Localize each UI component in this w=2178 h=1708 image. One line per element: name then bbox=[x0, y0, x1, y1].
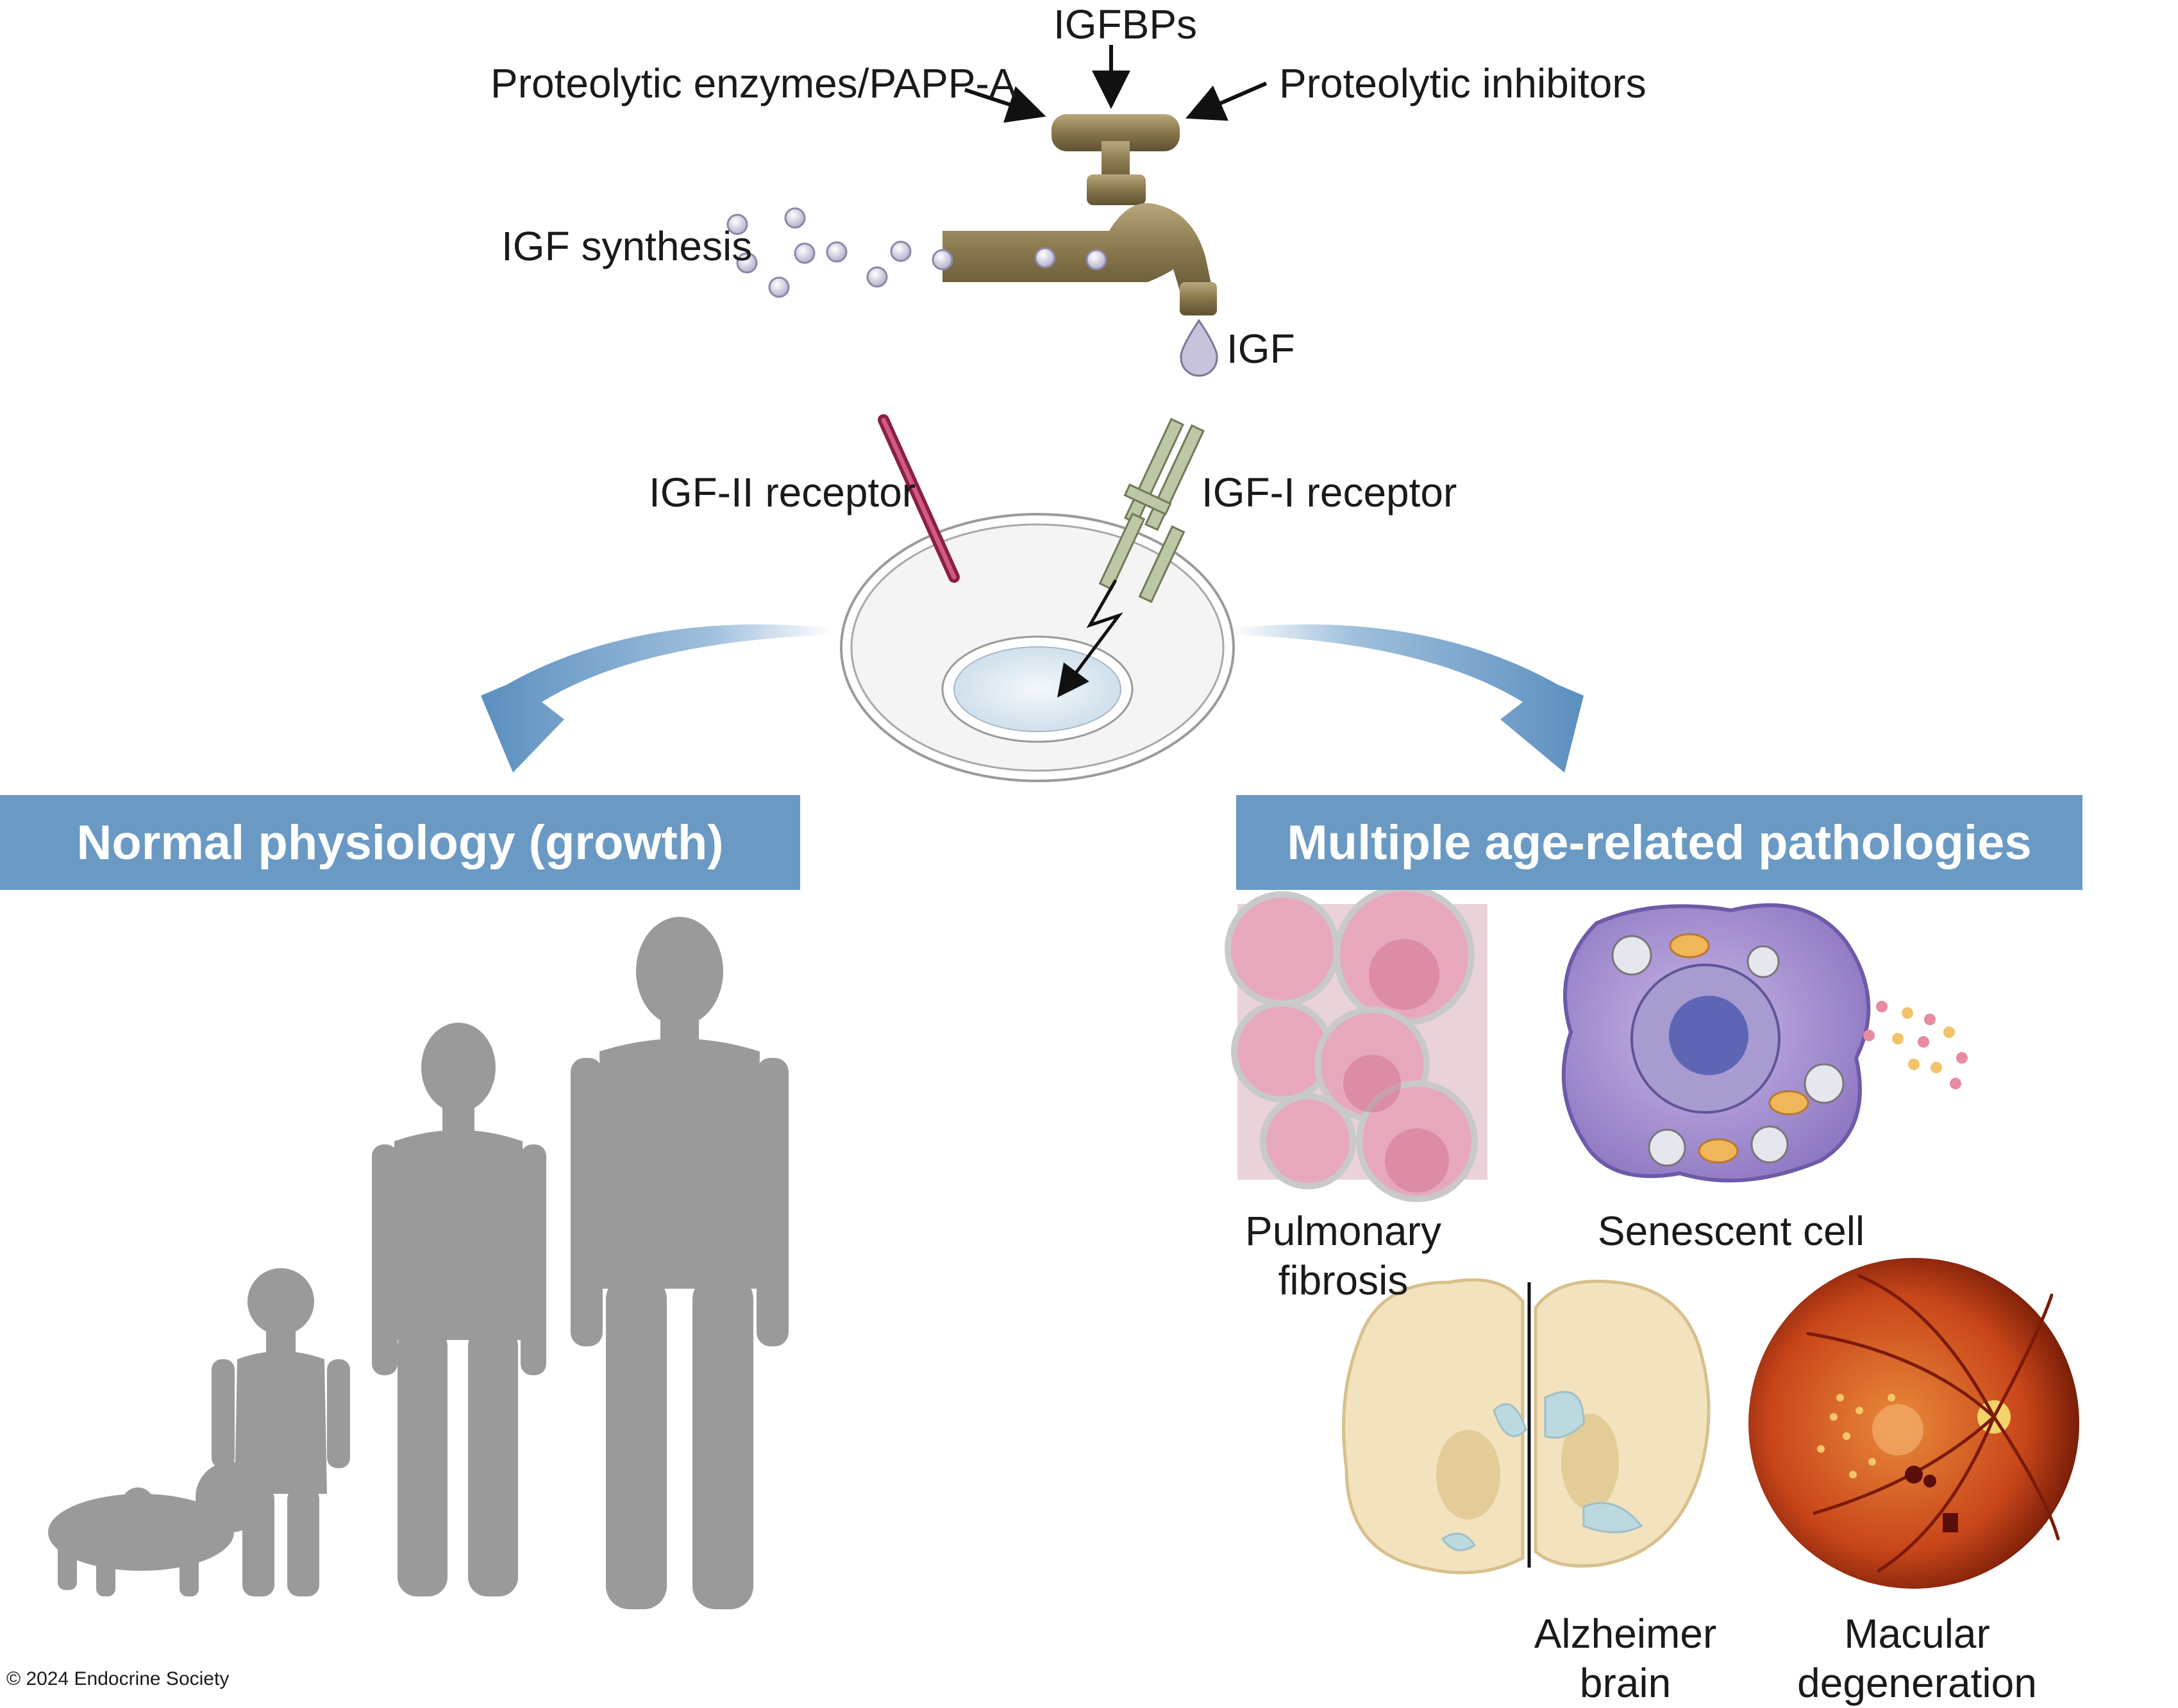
macular-degeneration-image bbox=[1748, 1258, 2079, 1589]
senescent-cell-image bbox=[1561, 903, 1968, 1183]
igf-label: IGF bbox=[1227, 326, 1295, 372]
senescent-cell-label: Senescent cell bbox=[1571, 1207, 1891, 1256]
macular-degeneration-line1: Macular bbox=[1844, 1611, 1990, 1657]
proteolytic-inhibitors-label: Proteolytic inhibitors bbox=[1279, 60, 1646, 106]
arrow-to-normal-physiology bbox=[481, 624, 834, 773]
igf-synthesis-label: IGF synthesis bbox=[501, 223, 753, 269]
igf1-receptor-icon bbox=[1098, 417, 1205, 603]
signal-arrow bbox=[1057, 579, 1123, 698]
macular-degeneration-label: Macular degeneration bbox=[1789, 1609, 2045, 1708]
growth-silhouettes bbox=[48, 917, 789, 1609]
pulmonary-fibrosis-line2: fibrosis bbox=[1278, 1257, 1409, 1303]
child-silhouette bbox=[372, 1023, 546, 1596]
senescent-cell-line1: Senescent cell bbox=[1597, 1208, 1865, 1254]
pulmonary-fibrosis-line1: Pulmonary bbox=[1245, 1208, 1441, 1254]
pulmonary-fibrosis-image bbox=[1225, 885, 1487, 1202]
normal-physiology-banner: Normal physiology (growth) bbox=[0, 795, 800, 890]
adult-silhouette bbox=[571, 917, 789, 1609]
proteolytic-enzymes-label: Proteolytic enzymes/PAPP-A bbox=[490, 60, 1017, 106]
arrow-to-pathologies bbox=[1231, 624, 1584, 773]
toddler-silhouette bbox=[212, 1268, 350, 1596]
igf1-receptor-label: IGF-I receptor bbox=[1202, 469, 1457, 515]
infant-silhouette bbox=[48, 1462, 266, 1596]
igfbps-label: IGFBPs bbox=[1053, 1, 1198, 47]
regulator-arrows bbox=[964, 45, 1268, 123]
igf-drop-icon bbox=[1180, 319, 1218, 377]
alzheimer-brain-label: Alzheimer brain bbox=[1513, 1609, 1738, 1708]
cell-icon bbox=[840, 513, 1235, 782]
igf-synthesis-bubbles bbox=[726, 207, 1107, 298]
alzheimer-brain-line1: Alzheimer bbox=[1534, 1611, 1717, 1657]
pulmonary-fibrosis-label: Pulmonary fibrosis bbox=[1231, 1207, 1455, 1305]
alzheimer-brain-image bbox=[1342, 1278, 1711, 1575]
macular-degeneration-line2: degeneration bbox=[1797, 1659, 2037, 1706]
secretory-particles bbox=[1863, 1001, 1968, 1089]
faucet-icon bbox=[942, 114, 1217, 315]
igf2-receptor-icon bbox=[878, 414, 960, 583]
copyright-notice: © 2024 Endocrine Society bbox=[6, 1668, 230, 1689]
alzheimer-brain-line2: brain bbox=[1579, 1659, 1671, 1706]
pathologies-banner: Multiple age-related pathologies bbox=[1236, 795, 2082, 890]
igf2-receptor-label: IGF-II receptor bbox=[649, 469, 916, 515]
